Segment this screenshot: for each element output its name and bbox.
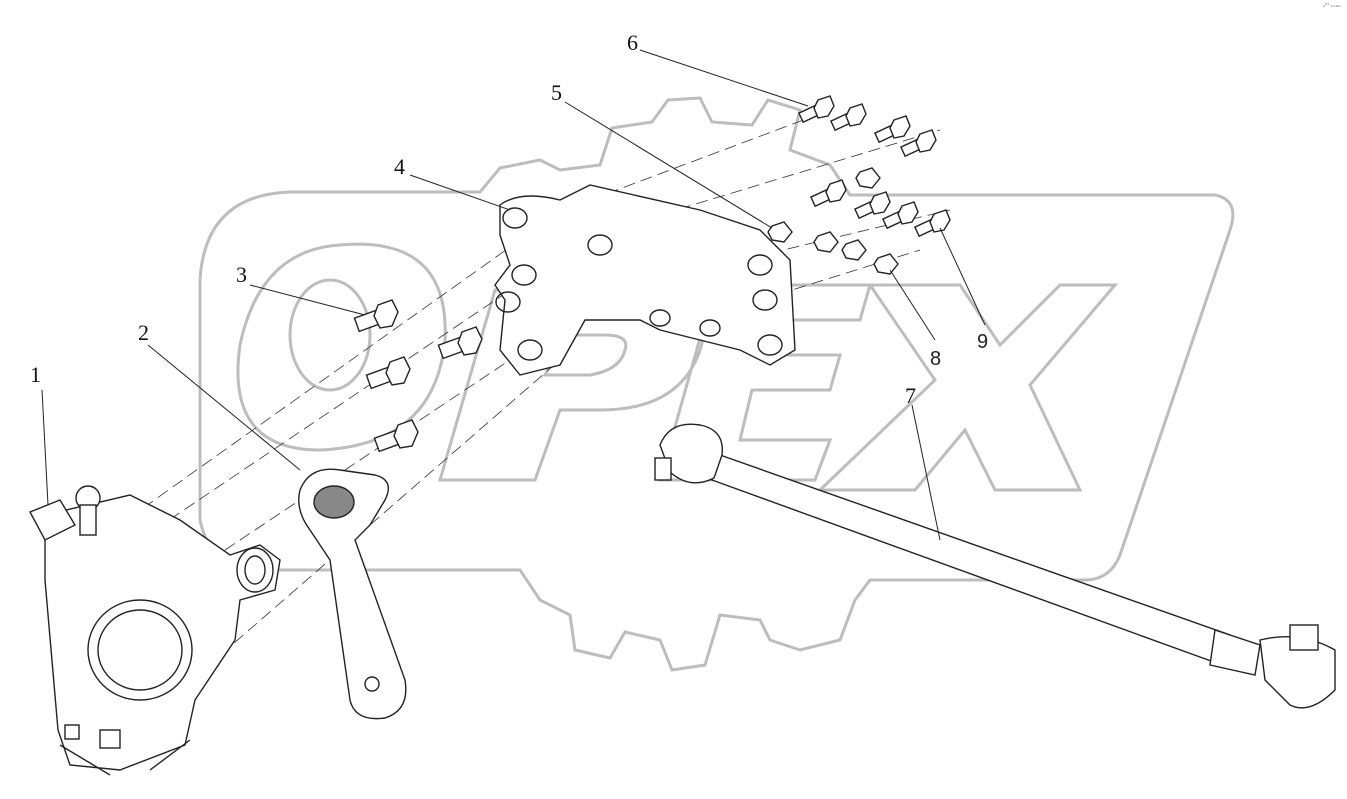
leader-line-3 [249, 284, 366, 316]
callout-1: 1 [30, 362, 41, 387]
nut [873, 253, 899, 275]
leader-line-1 [41, 389, 49, 506]
pitman-arm [298, 468, 407, 720]
axis-line [589, 109, 831, 201]
leader-line-8 [889, 269, 936, 341]
nut [855, 167, 881, 189]
axis-line [179, 359, 561, 691]
watermark-letter-e [658, 283, 872, 482]
nut [841, 239, 867, 261]
callout-3: 3 [236, 262, 247, 287]
callout-2: 2 [138, 320, 149, 345]
watermark-letter-o [236, 242, 447, 452]
callout-8: 8 [930, 348, 941, 370]
nut [813, 231, 839, 253]
bolt [353, 299, 399, 333]
mounting-bracket [494, 184, 796, 376]
callout-9: 9 [977, 331, 988, 353]
leader-line-7 [911, 404, 941, 541]
callout-7: 7 [905, 383, 916, 408]
drag-link-rod [654, 423, 1336, 709]
bolt [873, 115, 911, 144]
leader-line-6 [639, 49, 809, 107]
bolt [365, 356, 411, 390]
watermark-logo [198, 96, 1235, 672]
watermark-gear-outline [198, 96, 1235, 672]
nuts-group-5 [767, 167, 881, 261]
leader-line-4 [409, 174, 511, 211]
bolt [373, 419, 419, 453]
corner-mark: ₀⁰¹ ₖₙ₃₆ₙ [1323, 3, 1341, 9]
leader-line-9 [939, 227, 986, 326]
bolt [853, 191, 891, 220]
nut [767, 221, 793, 243]
steering-gear-box [29, 485, 281, 776]
callout-4: 4 [394, 154, 405, 179]
callout-labels: 1 2 3 4 5 6 7 8 9 [30, 30, 988, 408]
bolt [829, 103, 867, 132]
bolt [809, 179, 847, 208]
callout-6: 6 [627, 30, 638, 55]
watermark-letter-x [816, 283, 1119, 492]
bolt [797, 95, 835, 124]
callout-5: 5 [551, 80, 562, 105]
bolt [913, 209, 951, 238]
bolts-group-3 [353, 299, 483, 453]
bolt [899, 129, 937, 158]
bolt [881, 201, 919, 230]
bolts-group-9 [881, 201, 951, 238]
bolts-group-6 [797, 95, 937, 220]
leader-lines [41, 49, 986, 541]
leader-line-2 [147, 344, 301, 471]
bolt [437, 326, 483, 360]
leader-line-5 [564, 101, 773, 229]
